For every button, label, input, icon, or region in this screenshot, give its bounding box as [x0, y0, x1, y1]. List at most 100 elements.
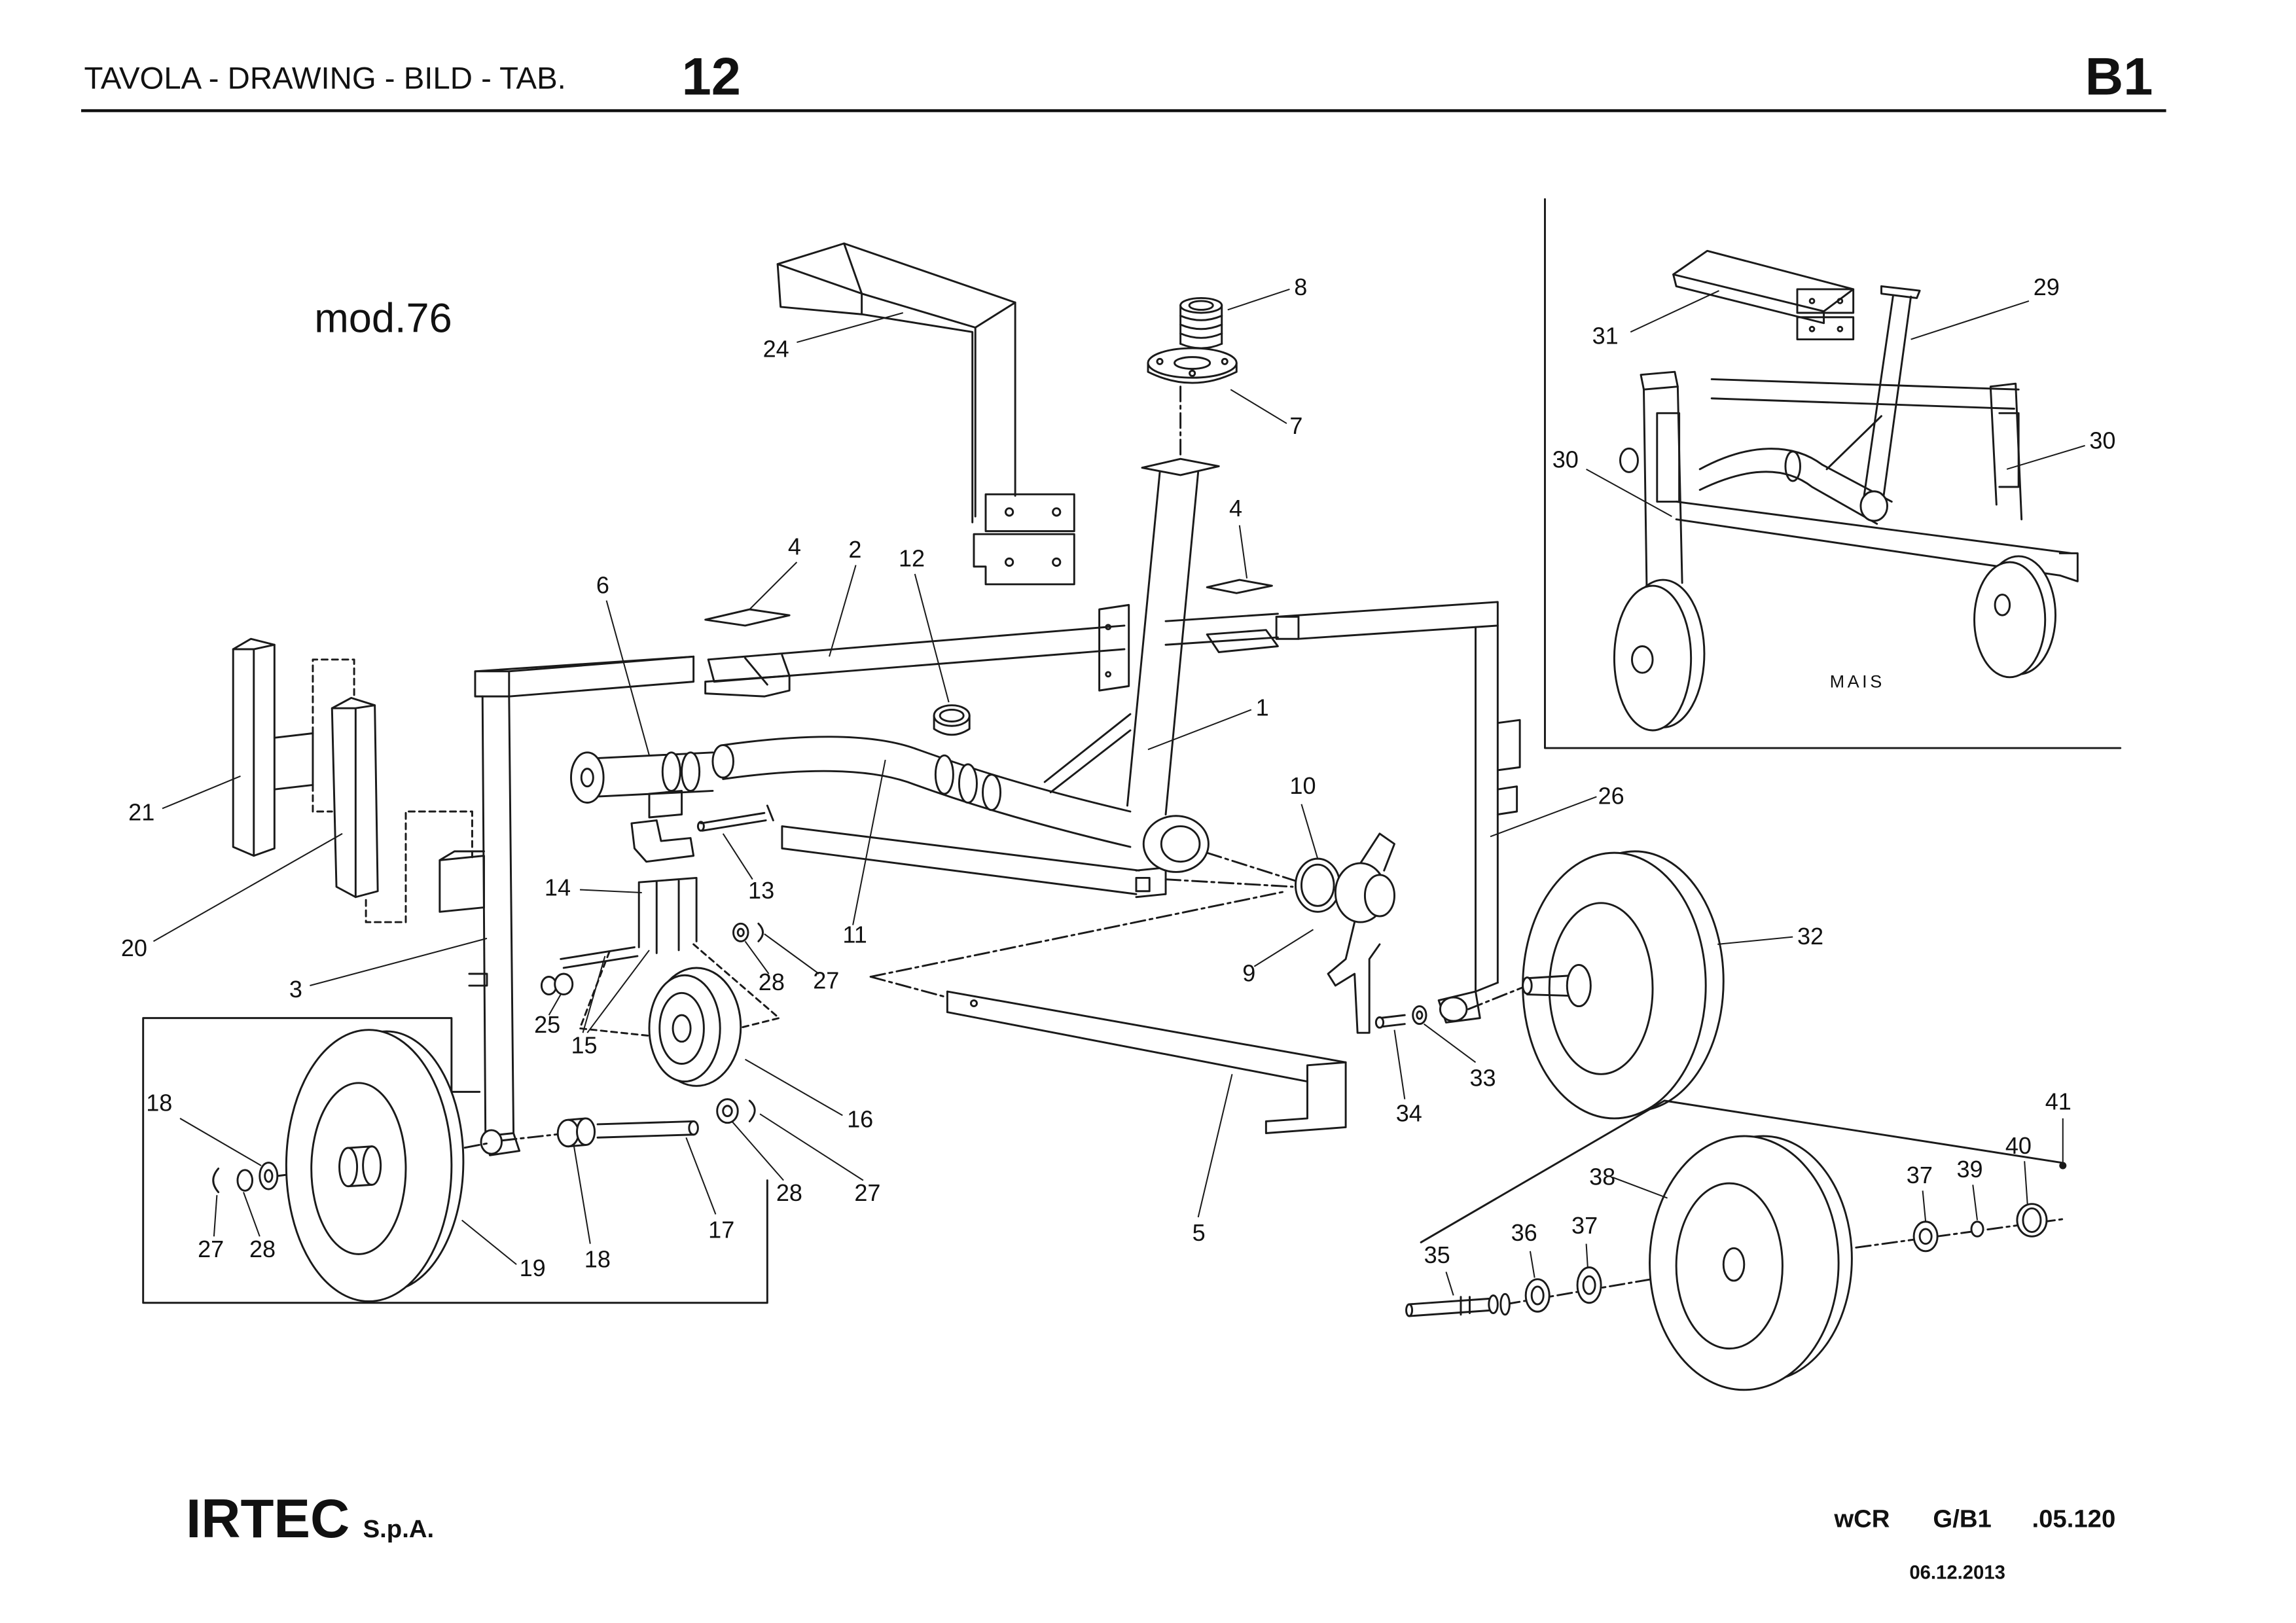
inset-frame — [1543, 198, 2122, 749]
leader-line-37 — [1922, 1190, 1927, 1222]
inset-frame-structure-shape — [1640, 370, 1679, 391]
callout-13: 13 — [748, 877, 774, 904]
callout-37: 37 — [1907, 1162, 1933, 1188]
reference-number: .05.120 — [2032, 1505, 2115, 1533]
part-24-handle-bracket-shape — [776, 263, 863, 315]
part-37-bearing-outer — [1912, 1221, 1939, 1253]
part-17-axle-shape — [596, 1120, 695, 1139]
part-26-right-frame-shape — [1475, 982, 1499, 993]
part-19-wheel-shape — [362, 1145, 382, 1186]
part-2-top-beam — [704, 613, 1279, 698]
part-31-handle-shape — [1837, 298, 1844, 304]
part-3-left-frame-shape — [439, 850, 485, 913]
part-35-stub-axle-shape — [1499, 1293, 1511, 1316]
part-13-pin-shape — [700, 812, 767, 832]
part-20-block-shape — [331, 704, 376, 899]
part-18-bushing-right-shape — [576, 1117, 596, 1146]
leader-line-16 — [745, 1058, 843, 1116]
part-3-left-frame-shape — [474, 655, 695, 698]
reference-group: G/B1 — [1933, 1505, 1991, 1533]
part-6-flanged-pipe-shape — [570, 751, 605, 804]
callout-2: 2 — [848, 536, 861, 563]
part-37-bearing-inner-shape — [1582, 1275, 1596, 1295]
assembly-lines-shape — [1164, 878, 1294, 888]
leader-line-4 — [749, 562, 798, 610]
part-28-washer-upper — [732, 922, 749, 942]
part-9-lever-hub — [1327, 832, 1395, 1034]
part-7-flange-shape — [1147, 347, 1238, 379]
callout-27: 27 — [813, 967, 839, 994]
inset-frame-structure-shape — [1825, 415, 1882, 471]
callout-35: 35 — [1424, 1241, 1450, 1268]
part-26-right-frame-shape — [1475, 624, 1499, 993]
part-4-plate-left — [704, 608, 791, 627]
part-37-bearing-inner — [1576, 1266, 1602, 1304]
part-26-right-frame-shape — [1275, 601, 1499, 640]
part-31-handle-shape — [1808, 298, 1816, 304]
part-26-right-frame-shape — [1496, 719, 1521, 815]
inset-mais-assembly — [1543, 198, 2122, 749]
part-31-handle-shape — [1796, 288, 1855, 314]
part-14-wheel-bracket-shape — [630, 819, 695, 863]
part-28-washer-left — [236, 1169, 253, 1192]
sheet-code: B1 — [2085, 47, 2153, 106]
part-12-clamp-shape — [939, 708, 965, 722]
part-13-pin-shape — [766, 804, 774, 821]
part-28-washer-upper-shape — [736, 927, 745, 937]
part-24-handle-bracket — [776, 242, 1075, 586]
leader-line-26 — [1490, 796, 1597, 838]
inset-frame-structure-shape — [1643, 385, 1683, 592]
company-name: IRTEC — [186, 1488, 350, 1549]
leader-line-29 — [1910, 300, 2030, 340]
part-35-stub-axle-shape — [1408, 1297, 1495, 1317]
part-12-clamp-shape — [933, 704, 971, 727]
lower-beam-shape — [781, 825, 1140, 895]
part-7-flange — [1147, 347, 1238, 384]
leader-line-11 — [852, 759, 886, 925]
part-37-bearing-outer-shape — [1918, 1228, 1933, 1245]
part-24-handle-bracket-shape — [861, 313, 974, 524]
part-12-clamp-shape — [933, 714, 971, 736]
part-13-pin — [696, 804, 774, 832]
leader-line-2 — [829, 565, 857, 657]
part-19-wheel — [285, 1029, 465, 1302]
inset-right-wheel — [1973, 555, 2056, 679]
part-3-left-frame-shape — [474, 655, 695, 698]
part-6-flanged-pipe-shape — [661, 751, 681, 792]
part-18-bushing-left-shape — [264, 1169, 274, 1183]
leader-line-9 — [1253, 929, 1314, 967]
callout-16: 16 — [847, 1105, 873, 1132]
wheel-group-guide-lines-shape — [1663, 1099, 2063, 1164]
part-31-handle-shape — [1808, 325, 1816, 332]
leader-line-33 — [1423, 1023, 1477, 1063]
part-24-handle-bracket-shape — [843, 242, 863, 295]
inset-frame-structure-shape — [1710, 378, 2020, 410]
part-14-wheel-bracket — [630, 819, 698, 954]
callout-6: 6 — [596, 571, 609, 598]
part-24-handle-bracket-shape — [776, 242, 1016, 497]
part-29-pole — [1862, 285, 1921, 503]
part-36-bearing-shape — [1530, 1285, 1545, 1306]
part-34-bolt-shape — [1374, 1016, 1385, 1029]
part-38-wheel-shape — [1722, 1247, 1746, 1282]
assembly-lines-shape — [869, 890, 1288, 978]
part-11-curved-tube-shape — [934, 754, 954, 795]
part-21-block-shape — [273, 732, 314, 791]
leader-line-37 — [1585, 1243, 1588, 1268]
block-mount-connectors-shape — [312, 658, 355, 734]
part-11-curved-tube — [711, 736, 1210, 873]
callout-41: 41 — [2045, 1088, 2072, 1115]
leader-line-15 — [586, 950, 650, 1033]
part-6-flanged-pipe-shape — [580, 768, 594, 788]
part-24-handle-bracket-shape — [1004, 557, 1014, 567]
part-40-cap-shape — [2022, 1207, 2042, 1233]
part-19-wheel-shape — [347, 1145, 373, 1188]
leader-line-27 — [759, 1113, 864, 1181]
part-18-bushing-left — [259, 1162, 279, 1190]
part-7-flange-shape — [1156, 357, 1164, 365]
callout-30: 30 — [2089, 427, 2115, 454]
part-16-small-wheel — [648, 967, 742, 1087]
part-38-wheel — [1649, 1135, 1853, 1391]
part-1-main-pole — [1043, 457, 1220, 815]
